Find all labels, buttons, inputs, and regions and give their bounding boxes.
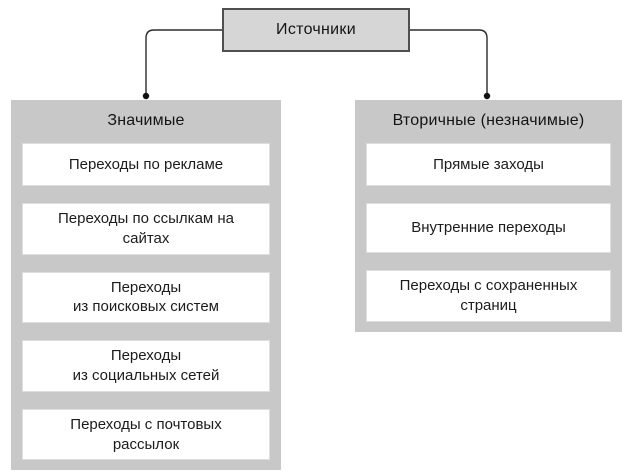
root-node-sources: Источники xyxy=(222,8,410,52)
connector-right-elbow xyxy=(410,29,488,93)
group-significant: Значимые Переходы по рекламе Переходы по… xyxy=(11,100,281,471)
node-email-newsletter-transitions: Переходы с почтовых рассылок xyxy=(22,408,270,461)
connector-left-endpoint-dot xyxy=(142,92,150,100)
root-node-label: Источники xyxy=(276,21,356,38)
group-secondary-title: Вторичные (незначимые) xyxy=(392,112,585,129)
node-internal-transitions: Внутренние переходы xyxy=(366,203,611,253)
node-saved-pages-transitions: Переходы с сохраненных страниц xyxy=(366,270,611,322)
node-social-network-transitions: Переходы из социальных сетей xyxy=(22,340,270,392)
node-ad-transitions: Переходы по рекламе xyxy=(22,143,270,186)
node-search-engine-transitions: Переходы из поисковых систем xyxy=(22,271,270,324)
group-significant-title: Значимые xyxy=(107,112,185,129)
node-site-link-transitions: Переходы по ссылкам на сайтах xyxy=(22,203,270,255)
connector-right-endpoint-dot xyxy=(483,92,491,100)
node-direct-visits: Прямые заходы xyxy=(366,143,611,186)
connector-left-elbow xyxy=(145,29,222,93)
group-secondary: Вторичные (незначимые) Прямые заходы Вну… xyxy=(355,100,622,332)
